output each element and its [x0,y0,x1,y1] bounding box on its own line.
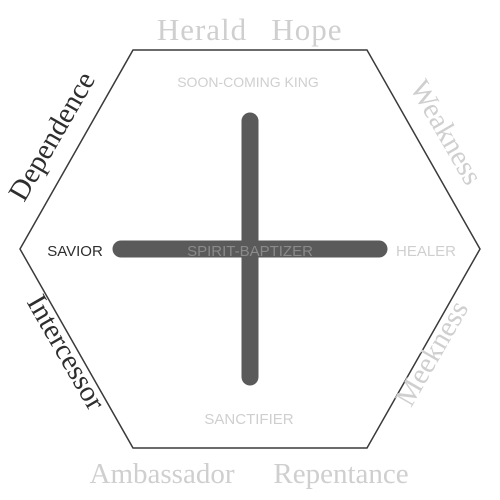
label-soon-coming-king: SOON-COMING KING [177,74,319,90]
word-repentance: Repentance [273,458,408,490]
hexagon-outline [19,49,481,449]
word-weakness: Weakness [403,75,488,191]
label-spirit-baptizer: SPIRIT-BAPTIZER [187,243,313,260]
word-ambassador: Ambassador [90,458,235,490]
word-hope: Hope [271,12,342,47]
label-savior: SAVIOR [47,243,103,260]
label-sanctifier: SANCTIFIER [204,411,293,428]
label-healer: HEALER [396,243,456,260]
word-intercessor: Intercessor [20,289,111,415]
word-meekness: Meekness [389,295,475,411]
word-dependence: Dependence [3,66,102,206]
word-herald: Herald [157,12,247,47]
